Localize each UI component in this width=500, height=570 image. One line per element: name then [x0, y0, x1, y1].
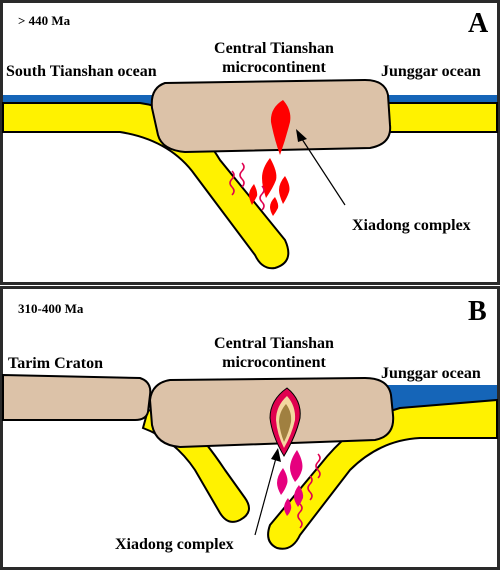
panel-b-magma-drop — [277, 468, 288, 495]
panel-a-center-label-1: Central Tianshan — [214, 40, 334, 57]
panel-b-center-label-1: Central Tianshan — [214, 335, 334, 352]
panel-a-age: > 440 Ma — [18, 13, 71, 28]
panel-a-fluid-squiggle — [259, 185, 265, 211]
panel-a-xiadong-pluton — [270, 100, 291, 155]
panel-a-microcontinent — [150, 78, 392, 154]
panel-a-magma-drop — [249, 184, 258, 205]
panel-b-age: 310-400 Ma — [18, 301, 84, 316]
panel-b: 310-400 Ma B Central Tianshan microconti… — [0, 286, 500, 570]
panel-a-left-label: South Tianshan ocean — [6, 63, 157, 80]
panel-b-callout-arrow — [254, 457, 277, 536]
panel-b-left-label: Tarim Craton — [8, 355, 103, 372]
panel-b-intrusion-core — [279, 404, 292, 442]
panel-b-right-label: Junggar ocean — [381, 365, 481, 382]
panel-a-magma-drop — [279, 176, 290, 204]
panel-b-magma-drop — [290, 450, 303, 482]
panel-b-fluid-squiggle — [307, 475, 313, 501]
panel-b-fluid-squiggle — [315, 453, 321, 479]
panel-a-letter: A — [468, 8, 489, 39]
panel-a-center-label-2: microcontinent — [222, 59, 326, 76]
panel-b-letter: B — [468, 296, 487, 327]
panel-a-magma-drop — [270, 197, 279, 216]
panel-a-right-label: Junggar ocean — [381, 63, 481, 80]
panel-b-magma-drop — [284, 498, 292, 516]
panel-a-callout-arrow — [299, 135, 346, 206]
panel-b-tarim-craton — [2, 373, 152, 421]
panel-b-arrowhead-icon — [271, 448, 281, 462]
panel-b-magma-drop — [294, 485, 304, 507]
panel-b-center-label-2: microcontinent — [222, 354, 326, 371]
panel-a-fluid-squiggle — [239, 162, 245, 188]
panel-b-callout-label: Xiadong complex — [115, 536, 234, 553]
panel-a: > 440 Ma A Central Tianshan microcontine… — [0, 0, 500, 285]
panel-a-arrowhead-icon — [296, 129, 307, 142]
panel-a-callout-label: Xiadong complex — [352, 217, 471, 234]
panel-a-right-plate — [379, 102, 498, 133]
panel-a-magma-drop — [262, 158, 277, 198]
panel-b-fluid-squiggle — [297, 503, 303, 529]
panel-a-fluid-squiggle — [229, 170, 235, 196]
